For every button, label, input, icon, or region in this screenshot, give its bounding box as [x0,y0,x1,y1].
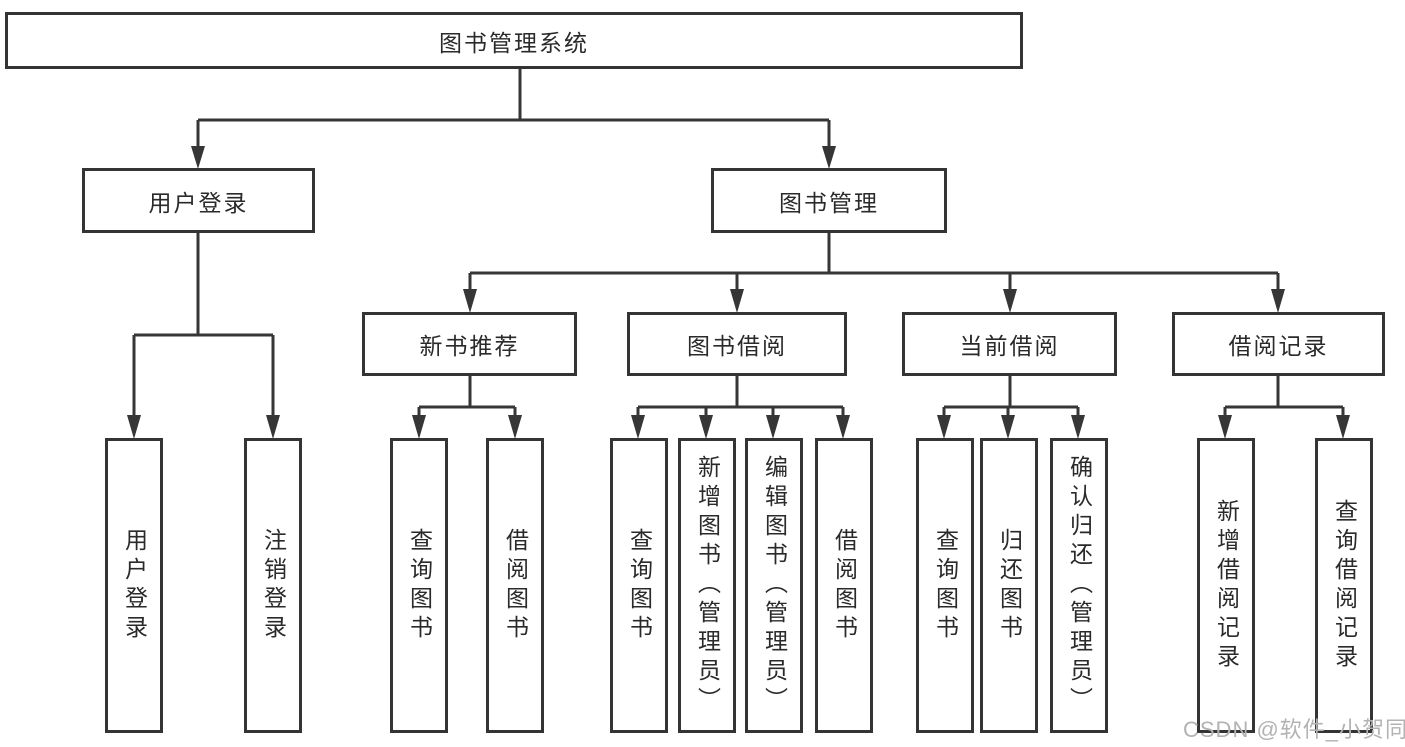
node-current-borrow: 当前借阅 [902,312,1117,376]
arrow-down-icon [412,415,426,439]
watermark: CSDN @软件_小贺同学 [1183,717,1405,742]
arrow-down-icon [508,415,522,439]
connector-new-book-recommend [412,376,522,439]
node-book-management: 图书管理 [711,168,947,233]
connector-book-management [463,233,1285,313]
connector-book-borrow [631,376,850,439]
arrow-down-icon [1001,415,1015,439]
arrow-down-icon [836,415,850,439]
connector-current-borrow [937,376,1085,439]
leaf-confirm-return-admin: 确认归还（管理员） [1050,438,1108,733]
connector-borrow-records [1218,376,1350,439]
leaf-query-books-borrow: 查询图书 [610,438,668,733]
arrow-down-icon [730,289,744,313]
leaf-query-books-recommend: 查询图书 [390,438,448,733]
connector-root [191,69,836,169]
arrow-down-icon [266,415,280,439]
node-root: 图书管理系统 [5,12,1023,69]
arrow-down-icon [937,415,951,439]
leaf-return-book: 归还图书 [980,438,1038,733]
arrow-down-icon [191,146,205,169]
leaf-edit-book-admin: 编辑图书（管理员） [745,438,803,733]
leaf-user-login: 用户登录 [105,438,163,733]
arrow-down-icon [1271,289,1285,313]
leaf-borrow-books: 借阅图书 [815,438,873,733]
arrow-down-icon [699,415,713,439]
node-user-login: 用户登录 [82,168,315,233]
node-new-book-recommend: 新书推荐 [362,312,577,376]
leaf-add-borrow-record: 新增借阅记录 [1197,438,1255,733]
connector-user-login [127,233,280,439]
arrow-down-icon [1071,415,1085,439]
arrow-down-icon [822,146,836,169]
leaf-query-borrow-record: 查询借阅记录 [1315,438,1373,733]
arrow-down-icon [1218,415,1232,439]
arrow-down-icon [127,415,141,439]
node-borrow-records: 借阅记录 [1172,312,1385,376]
arrow-down-icon [631,415,645,439]
leaf-borrow-books-recommend: 借阅图书 [486,438,544,733]
leaf-query-books-current: 查询图书 [916,438,974,733]
leaf-logout: 注销登录 [244,438,302,733]
arrow-down-icon [766,415,780,439]
arrow-down-icon [1003,289,1017,313]
node-book-borrow: 图书借阅 [627,312,847,376]
leaf-add-book-admin: 新增图书（管理员） [678,438,736,733]
arrow-down-icon [463,289,477,313]
arrow-down-icon [1336,415,1350,439]
